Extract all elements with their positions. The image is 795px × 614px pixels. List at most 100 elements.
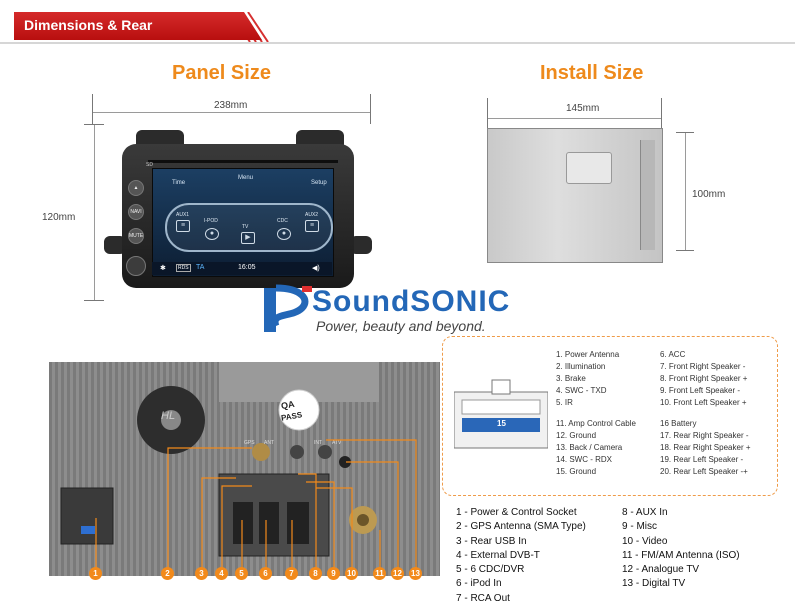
legend-item-7: 7 - RCA Out: [456, 593, 510, 604]
install-height-tick-bottom: [676, 250, 694, 251]
aux2-icon[interactable]: ≡: [305, 220, 319, 232]
legend-item-13: 13 - Digital TV: [622, 578, 686, 589]
callout-3: 3: [195, 567, 208, 580]
callout-11: 11: [373, 567, 386, 580]
connector-diagram: [454, 379, 548, 449]
install-height-tick-top: [676, 132, 694, 133]
rear-panel-art: [49, 362, 440, 576]
unit-ear-right: [350, 236, 372, 254]
port-label-ant: ANT: [264, 440, 274, 446]
fan-label: HL: [161, 410, 176, 422]
brand-name: SoundSONIC: [312, 285, 511, 318]
legend-item-4: 4 - External DVB-T: [456, 550, 540, 561]
eject-button[interactable]: ▲: [128, 180, 144, 196]
install-width-tick-right: [661, 98, 662, 128]
legend-item-2: 2 - GPS Antenna (SMA Type): [456, 521, 586, 532]
screen-item-cdc-label: CDC: [277, 218, 288, 224]
navi-button[interactable]: NAVI: [128, 204, 144, 220]
legend-item-5: 5 - 6 CDC/DVR: [456, 564, 525, 575]
header-tab: [14, 12, 262, 40]
callout-5: 5: [235, 567, 248, 580]
callout-8: 8: [309, 567, 322, 580]
panel-size-title: Panel Size: [172, 62, 271, 84]
rear-panel: [49, 362, 440, 576]
screen-item-tv-label: TV: [242, 224, 249, 230]
screen-setup-label[interactable]: Setup: [311, 180, 327, 186]
callout-13: 13: [409, 567, 422, 580]
wire-item-12: 12. Ground: [556, 431, 597, 440]
wire-item-9: 9. Front Left Speaker -: [660, 386, 741, 395]
port-label-atv: ATV: [332, 440, 342, 446]
callout-4: 4: [215, 567, 228, 580]
callout-7: 7: [285, 567, 298, 580]
disc-slot: [148, 160, 338, 163]
screen-item-aux1-label: AUX1: [176, 212, 190, 218]
panel-width-tick-right: [370, 94, 371, 124]
callout-6: 6: [259, 567, 272, 580]
panel-height-tick-bottom: [84, 300, 104, 301]
wire-item-6: 6. ACC: [660, 350, 686, 359]
soundsonic-logo-icon: [264, 284, 312, 332]
mute-button[interactable]: MUTE: [128, 228, 144, 244]
screen-menu-label: Menu: [238, 175, 254, 181]
install-side-rail: [640, 140, 655, 250]
install-width-tick-left: [487, 98, 488, 128]
legend-item-3: 3 - Rear USB In: [456, 536, 527, 547]
wire-item-10: 10. Front Left Speaker +: [660, 398, 747, 407]
legend-item-6: 6 - iPod In: [456, 578, 502, 589]
wire-item-13: 13. Back / Camera: [556, 443, 623, 452]
wire-item-2: 2. Illumination: [556, 362, 606, 371]
panel-width-tick-left: [92, 94, 93, 124]
legend-item-12: 12 - Analogue TV: [622, 564, 700, 575]
panel-height-label: 120mm: [42, 212, 76, 223]
wire-item-15: 15. Ground: [556, 467, 597, 476]
install-height-label: 100mm: [692, 189, 726, 200]
connector-label: 15: [497, 419, 506, 428]
callout-leaders: [95, 439, 417, 568]
callout-12: 12: [391, 567, 404, 580]
sd-label: SD: [146, 162, 153, 168]
panel-height-tick-top: [84, 124, 104, 125]
ta-label: TA: [196, 264, 205, 271]
page-title: Dimensions & Rear: [24, 17, 153, 33]
screen-time-label[interactable]: Time: [172, 180, 186, 186]
legend-item-11: 11 - FM/AM Antenna (ISO): [622, 550, 740, 561]
tv-icon[interactable]: ▶: [241, 232, 255, 244]
install-width-label: 145mm: [566, 103, 600, 114]
wire-item-4: 4. SWC - TXD: [556, 386, 607, 395]
callout-2: 2: [161, 567, 174, 580]
install-bracket: [566, 152, 612, 184]
wire-item-19: 19. Rear Left Speaker -: [660, 455, 744, 464]
wire-item-1: 1. Power Antenna: [556, 350, 620, 359]
header-divider: [0, 42, 795, 44]
wire-item-16: 16 Battery: [660, 419, 697, 428]
install-height-line: [685, 132, 686, 250]
aux1-icon[interactable]: ≡: [176, 220, 190, 232]
unit-ear-left: [104, 236, 126, 254]
volume-knob[interactable]: [126, 256, 146, 276]
wire-item-18: 18. Rear Right Speaker +: [660, 443, 751, 452]
bulb-icon: ✱: [160, 265, 166, 272]
callout-10: 10: [345, 567, 358, 580]
header-stripes: [230, 12, 269, 42]
legend-item-9: 9 - Misc: [622, 521, 657, 532]
wire-item-3: 3. Brake: [556, 374, 586, 383]
wire-item-17: 17. Rear Right Speaker -: [660, 431, 749, 440]
panel-width-label: 238mm: [214, 100, 248, 111]
speaker-icon[interactable]: ◀): [312, 265, 320, 272]
screen-clock: 16:05: [238, 264, 256, 271]
panel-height-line: [94, 124, 95, 300]
panel-width-line: [92, 112, 370, 113]
screen-item-ipod-label: I-POD: [204, 218, 218, 224]
callout-1: 1: [89, 567, 102, 580]
wire-item-11: 11. Amp Control Cable: [556, 419, 636, 428]
ipod-icon[interactable]: ●: [205, 228, 219, 240]
wire-item-5: 5. IR: [556, 398, 573, 407]
wire-item-8: 8. Front Right Speaker +: [660, 374, 748, 383]
wire-item-7: 7. Front Right Speaker -: [660, 362, 746, 371]
wire-item-20: 20. Rear Left Speaker -+: [660, 467, 748, 476]
brand-tagline: Power, beauty and beyond.: [316, 318, 486, 334]
install-size-title: Install Size: [540, 62, 644, 84]
cdc-icon[interactable]: ●: [277, 228, 291, 240]
legend-item-1: 1 - Power & Control Socket: [456, 507, 577, 518]
